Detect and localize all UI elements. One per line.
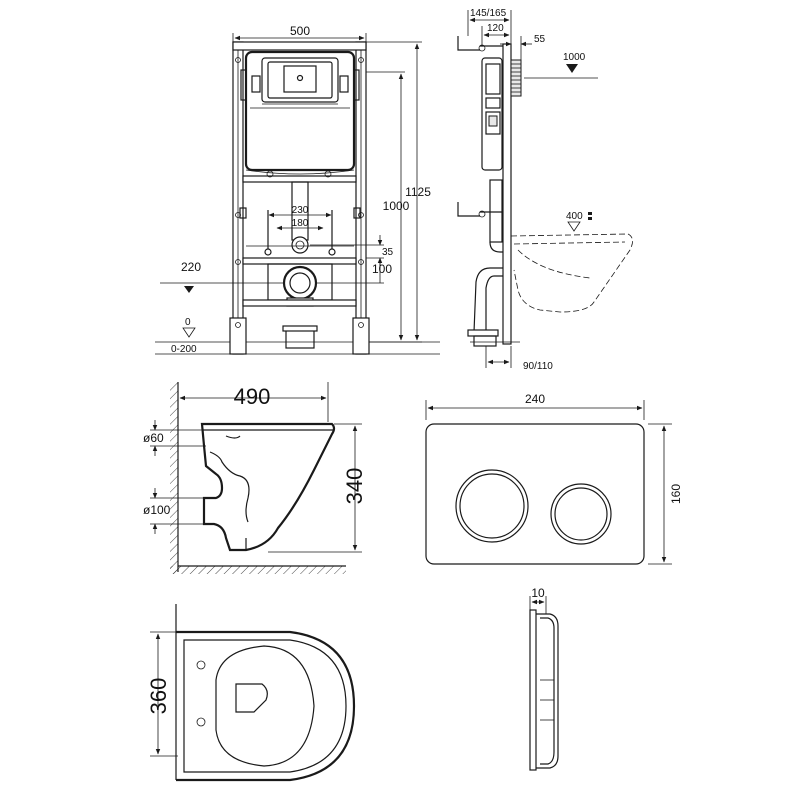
dim-bowl-height: 340 [342,468,367,505]
level-marker-400 [567,221,581,232]
dim-side-bottom: 90/110 [523,361,553,372]
dim-offset-35: 35 [382,247,394,258]
frame-right-foot [352,317,370,355]
dim-offset-100: 100 [372,262,392,276]
frame-mid-bar [242,175,357,183]
waste-outlet [282,265,318,301]
flush-button-small [550,483,612,545]
side-waste-pipe [473,267,503,333]
level-400-label: 400 [566,211,583,222]
level-marker-0 [182,327,196,338]
frame-left-foot [229,317,247,355]
flush-plate-outline [425,423,645,565]
frame-side-view: 145/165 120 55 1000 400 90/110 [457,8,633,372]
level-range-label: 0-200 [171,344,197,355]
bowl-top-view: 360 [146,604,356,782]
level-220-label: 220 [181,260,201,274]
dim-side-depth: 145/165 [470,8,507,19]
bowl-drain [235,683,268,713]
dim-plate-height: 160 [669,484,683,504]
flush-outlet [291,236,309,254]
level-marker-1000 [566,64,578,73]
flush-plate-front-view: 240 160 [425,392,683,565]
frame-front-view: 500 1125 1000 230 180 35 100 220 0 [155,24,440,355]
side-bowl-outline [510,233,633,313]
bowl-top-outline [176,630,356,782]
level-marker-220 [184,286,194,293]
flush-plate-side-view: 10 [529,586,559,771]
dim-plate-width: 240 [525,392,545,406]
side-post [502,43,512,345]
flush-opening [261,57,339,103]
bowl-profile [200,422,336,552]
level-0-label: 0 [185,317,191,328]
dim-plate-thickness: 10 [531,586,545,600]
mount-hole-top [196,660,206,670]
flush-button-large [455,469,529,543]
side-flush-pipe [489,179,503,243]
dim-frame-width: 500 [290,24,310,38]
dim-pipe-inner: 180 [292,218,309,229]
dim-pipe-outer: 230 [292,205,309,216]
side-flush-plate [510,59,522,97]
dim-side-120: 120 [487,23,504,34]
bowl-inner-opening [215,645,315,767]
mount-hole-bottom [196,717,206,727]
side-cistern [481,57,503,171]
plate-side-back [529,609,537,771]
dim-total-height: 1125 [405,185,431,199]
level-1000-label: 1000 [563,52,586,63]
plate-side-profile [536,613,559,769]
bottom-pipe [285,329,315,349]
bowl-side-view: 490 340 ø60 ø100 [143,382,367,574]
dim-bowl-length: 490 [234,384,271,409]
frame-top-bar [232,41,367,51]
dim-side-55: 55 [534,34,546,45]
dim-bowl-width: 360 [146,678,171,715]
dim-inner-height: 1000 [383,199,410,213]
cistern-body [244,50,356,172]
dim-inlet-diameter: ø60 [143,431,164,445]
dim-outlet-diameter: ø100 [143,503,171,517]
